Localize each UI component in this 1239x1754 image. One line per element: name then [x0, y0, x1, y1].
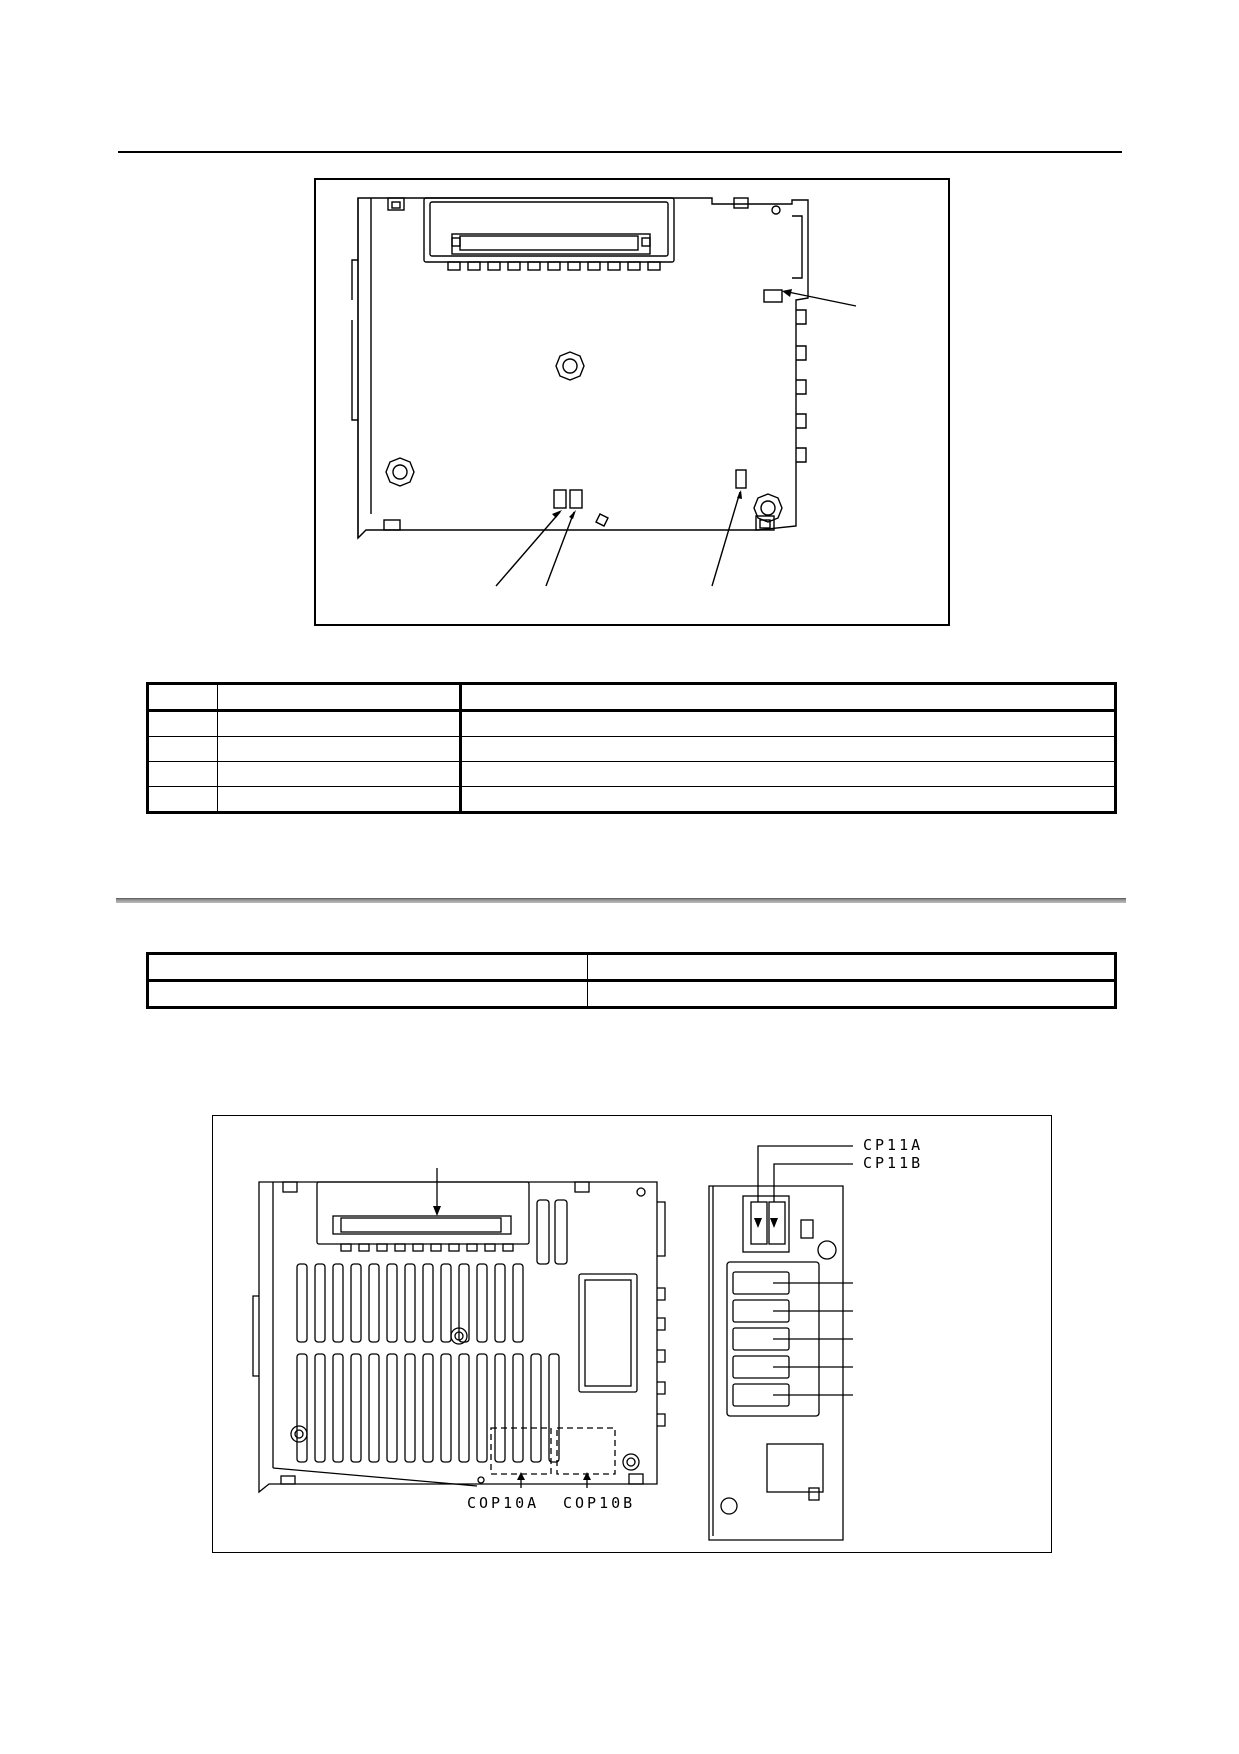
table-1-cell — [217, 761, 462, 787]
table-1 — [146, 682, 1117, 814]
label-cp11b: CP11B — [863, 1154, 924, 1172]
table-1-cell — [460, 736, 1116, 762]
table-1-cell — [460, 710, 1116, 737]
table-row — [147, 761, 1116, 787]
table-1-cell — [460, 786, 1116, 813]
table-2-header-row — [147, 953, 1116, 982]
section-rule — [116, 898, 1126, 903]
top-rule — [118, 151, 1122, 153]
table-1-cell — [147, 786, 218, 813]
table-1-cell — [147, 736, 218, 762]
table-row — [147, 786, 1116, 813]
label-cop10b: COP10B — [563, 1494, 636, 1512]
table-1-cell — [217, 736, 462, 762]
table-1-cell — [460, 761, 1116, 787]
table-row — [147, 736, 1116, 762]
table-1-cell — [217, 786, 462, 813]
table-row — [147, 980, 1116, 1008]
table-1-cell — [147, 683, 218, 712]
table-row — [147, 710, 1116, 737]
table-1-header-row — [147, 683, 1116, 712]
table-1-cell — [147, 710, 218, 737]
figure-2-drawing — [252, 1145, 853, 1541]
table-1-cell — [217, 710, 462, 737]
table-2 — [146, 952, 1117, 1009]
label-cop10a: COP10A — [467, 1494, 540, 1512]
table-1-cell — [147, 761, 218, 787]
table-2-cell — [147, 953, 588, 982]
table-2-cell — [147, 980, 588, 1008]
figure-1-drawing — [351, 197, 857, 587]
table-2-cell — [587, 953, 1116, 982]
table-2-cell — [587, 980, 1116, 1008]
table-1-cell — [460, 683, 1116, 712]
table-1-cell — [217, 683, 462, 712]
figure-1-frame — [314, 178, 950, 626]
figure-2-frame: CP11A CP11B COP10A COP10B — [212, 1115, 1052, 1553]
label-cp11a: CP11A — [863, 1136, 924, 1154]
